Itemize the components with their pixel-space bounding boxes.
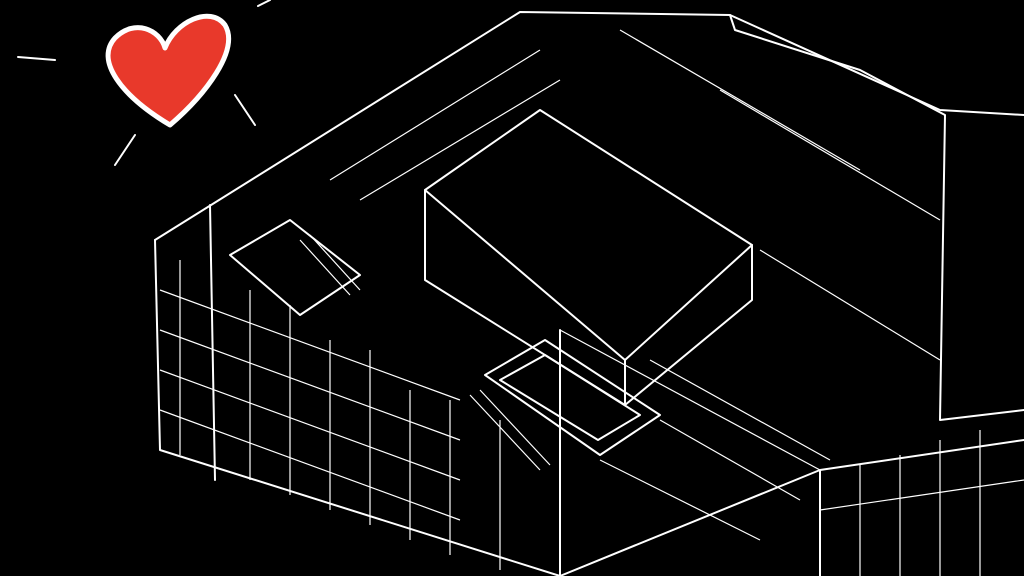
building-outline <box>154 11 1024 576</box>
facade-floors <box>159 29 1024 576</box>
heart-icon <box>17 0 271 166</box>
